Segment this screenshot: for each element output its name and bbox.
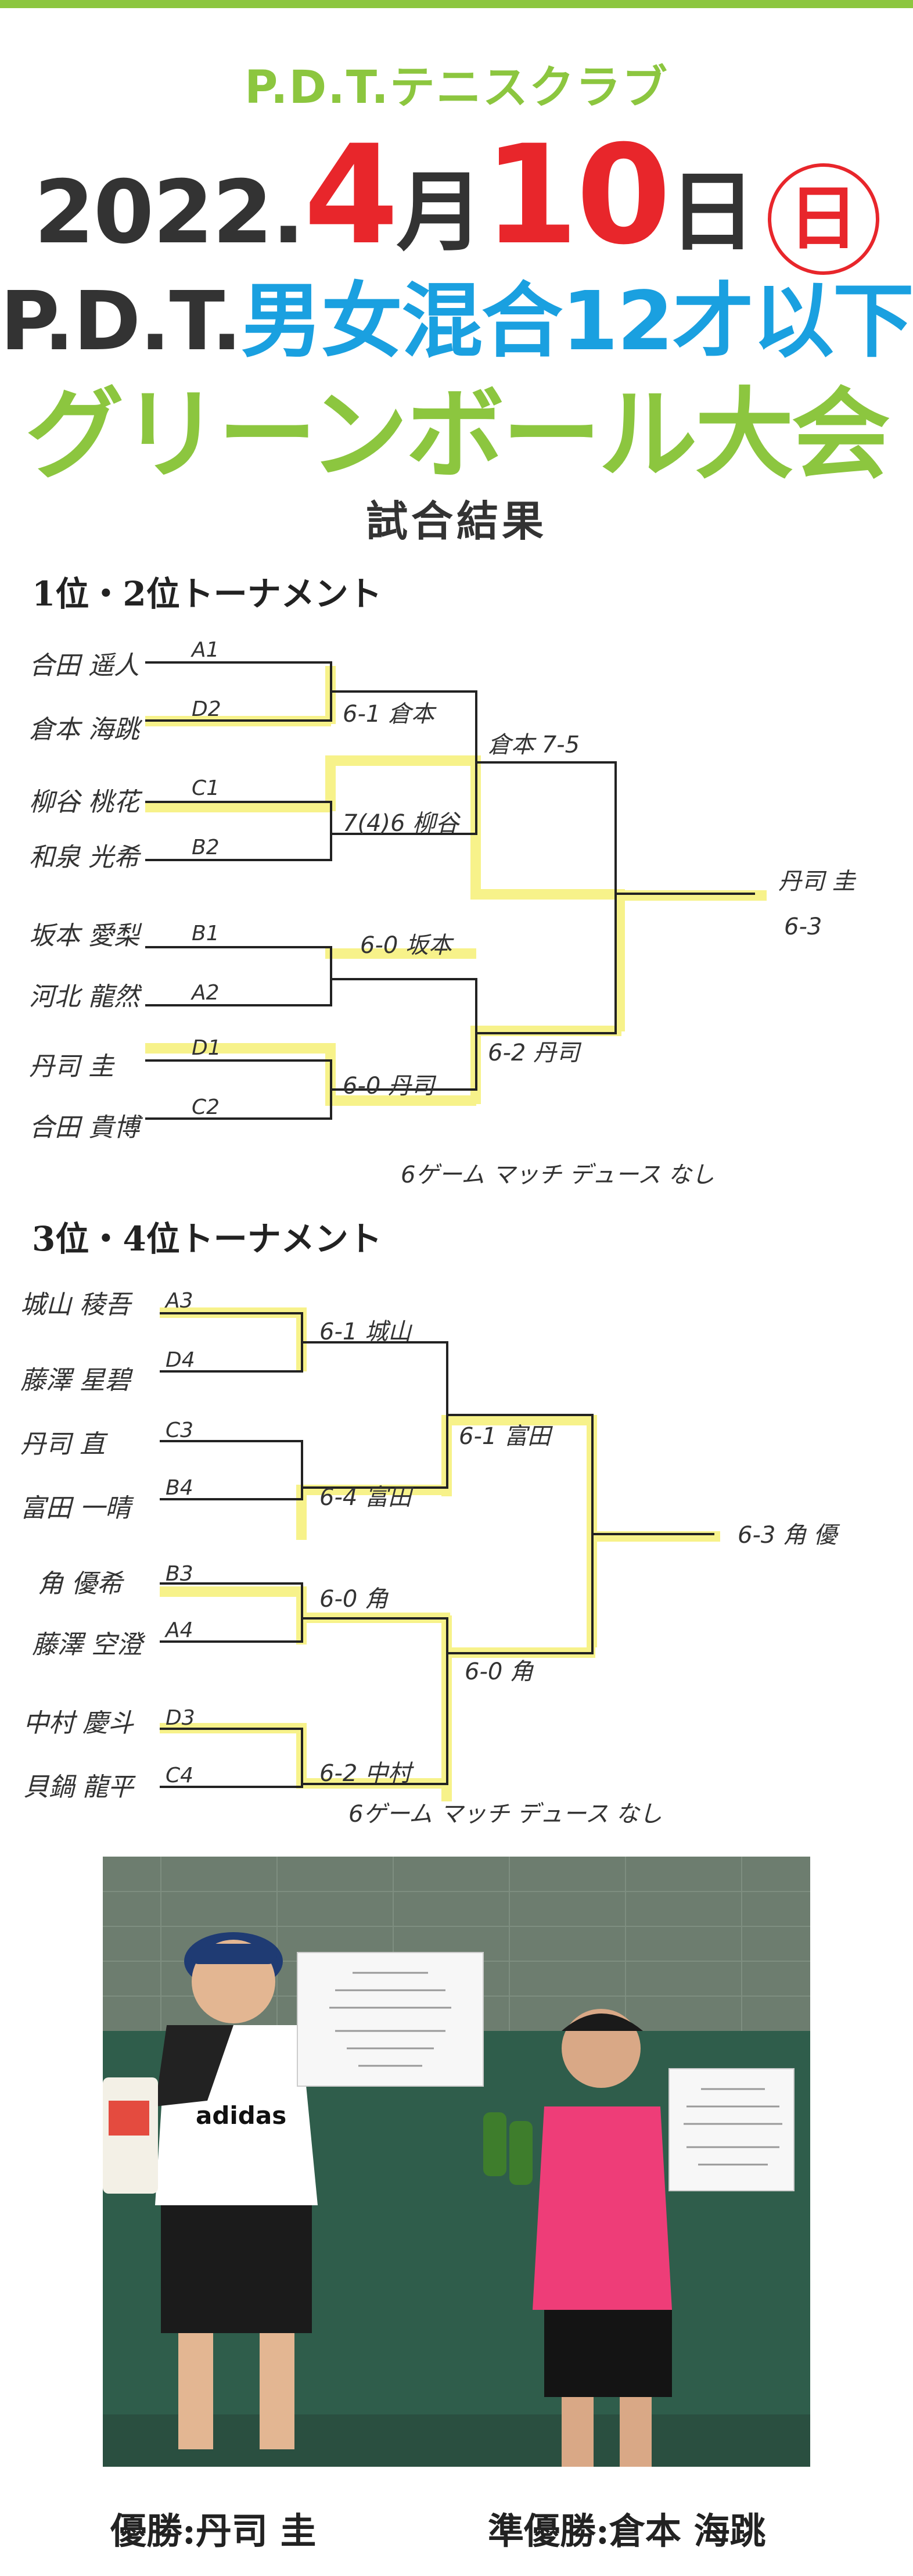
date-year: 2022.: [34, 162, 304, 263]
bracket1-highlights: [145, 666, 767, 1106]
bracket1-semi-score-1: 倉本 7-5: [488, 732, 580, 758]
bracket2-player-8: 貝鍋 龍平: [23, 1772, 136, 1802]
bracket1-rules-note: 6ゲーム マッチ デュース なし: [401, 1162, 714, 1185]
results-heading: 試合結果: [365, 497, 547, 546]
left-child-figure: adidas: [103, 1932, 318, 2449]
bracket2-rules-note: 6ゲーム マッチ デュース なし: [348, 1801, 662, 1828]
shirt-brand-text: adidas: [196, 2101, 286, 2130]
bracket1-seed-6: A2: [190, 981, 220, 1005]
bracket1-player-3: 柳谷 桃花: [29, 787, 143, 817]
bracket2-player-7: 中村 慶斗: [23, 1708, 134, 1738]
bracket2-highlights: [160, 1307, 720, 1801]
bracket2-chart: 城山 稜吾 藤澤 星碧 丹司 直 富田 一晴 角 優希 藤澤 空澄 中村 慶斗 …: [20, 1289, 840, 1828]
bracket2-players: 城山 稜吾 藤澤 星碧 丹司 直 富田 一晴 角 優希 藤澤 空澄 中村 慶斗 …: [20, 1290, 146, 1802]
bracket2-lines: [160, 1312, 714, 1788]
bracket1-lines: [145, 661, 755, 1120]
bracket2-player-4: 富田 一晴: [20, 1493, 134, 1523]
right-child-figure: [483, 2009, 672, 2467]
bracket2-seed-3: C3: [166, 1418, 193, 1442]
bracket1-player-4: 和泉 光希: [29, 843, 142, 872]
bracket1-round1-score-4: 6-0 丹司: [343, 1073, 437, 1099]
bracket2-semi-score-1: 6-1 富田: [459, 1423, 553, 1450]
winners-photo: adidas: [103, 1857, 810, 2467]
bracket1-round1-score-3: 6-0 坂本: [360, 932, 454, 959]
bracket2-seed-5: B3: [166, 1562, 193, 1586]
bracket2-seed-2: D4: [166, 1348, 195, 1372]
top-accent-bar: [0, 0, 913, 8]
bracket1-seed-8: C2: [192, 1095, 220, 1119]
bracket2-seeds: A3 D4 C3 B4 B3 A4 D3 C4: [164, 1289, 195, 1787]
bracket2-player-1: 城山 稜吾: [20, 1290, 133, 1320]
winners-photo-illustration: adidas: [103, 1857, 810, 2467]
bracket1-seed-4: B2: [192, 836, 220, 859]
bracket1-round1-score-2: 7(4)6 柳谷: [343, 810, 461, 837]
bracket1-player-6: 河北 龍然: [29, 982, 142, 1012]
bracket2-seed-6: A4: [164, 1618, 193, 1642]
left-certificate: [297, 1952, 484, 2087]
winner-caption: 優勝:丹司 圭: [110, 2510, 317, 2552]
date-weekday-badge: 日: [767, 163, 879, 275]
event-title: P.D.T.男女混合12才以下: [0, 256, 913, 373]
bracket2-final-result: 6-3 角 優: [738, 1522, 840, 1549]
bracket2-seed-4: B4: [166, 1476, 193, 1500]
bracket1-seed-2: D2: [192, 697, 221, 721]
bracket1-seed-7: D1: [192, 1036, 221, 1060]
bracket1-players: 合田 遥人 倉本 海跳 柳谷 桃花 和泉 光希 坂本 愛梨 河北 龍然 丹司 圭…: [29, 651, 143, 1142]
bracket2-player-5: 角 優希: [38, 1569, 125, 1599]
bracket1-player-2: 倉本 海跳: [29, 715, 143, 744]
bracket2-round1-score-4: 6-2 中村: [319, 1760, 414, 1787]
bracket2-semi-score-2: 6-0 角: [465, 1658, 534, 1685]
bracket1-round1-score-1: 6-1 倉本: [343, 701, 437, 728]
right-certificate: [668, 2068, 795, 2191]
bracket1-seed-3: C1: [192, 776, 220, 800]
bracket2-round1-score-2: 6-4 富田: [319, 1484, 414, 1511]
runner-up-caption: 準優勝:倉本 海跳: [488, 2510, 766, 2552]
date-day-unit: 日: [668, 162, 756, 263]
event-name: グリーンボール大会: [25, 378, 890, 493]
bracket2-seed-7: D3: [166, 1706, 195, 1730]
bracket2-seed-8: C4: [166, 1764, 193, 1787]
bracket2-heading: 3位・4位トーナメント: [32, 1219, 382, 1259]
bracket2-seed-1: A3: [164, 1289, 193, 1313]
bracket2-scores: 6-1 城山 6-4 富田 6-0 角 6-2 中村 6-1 富田 6-0 角 …: [319, 1319, 840, 1828]
date-month-unit: 月: [396, 162, 484, 263]
bracket1-seed-5: B1: [192, 922, 220, 945]
bracket1-scores: 6-1 倉本 7(4)6 柳谷 6-0 坂本 6-0 丹司 倉本 7-5 6-2…: [343, 701, 857, 1185]
bracket2-player-2: 藤澤 星碧: [20, 1366, 134, 1395]
bracket2-round1-score-1: 6-1 城山: [319, 1319, 413, 1345]
bracket2-player-6: 藤澤 空澄: [32, 1630, 146, 1660]
bracket1-seeds: A1 D2 C1 B2 B1 A2 D1 C2: [190, 638, 221, 1119]
bracket2-round1-score-3: 6-0 角: [319, 1586, 389, 1613]
title-prefix: P.D.T.: [0, 274, 242, 369]
bracket1-player-1: 合田 遥人: [29, 651, 139, 680]
bracket1-chart: 合田 遥人 倉本 海跳 柳谷 桃花 和泉 光希 坂本 愛梨 河北 龍然 丹司 圭…: [29, 638, 857, 1185]
date-month: 4: [303, 116, 399, 275]
bracket1-player-8: 合田 貴博: [29, 1113, 143, 1142]
bracket1-player-7: 丹司 圭: [29, 1052, 115, 1081]
bracket1-player-5: 坂本 愛梨: [29, 921, 142, 951]
bracket1-heading: 1位・2位トーナメント: [32, 574, 382, 614]
date-day: 10: [483, 116, 671, 275]
bracket1-final-score: 6-3: [784, 913, 822, 940]
event-date: 2022.4月10日日: [0, 116, 913, 275]
bracket2-player-3: 丹司 直: [20, 1429, 108, 1459]
club-name: P.D.T.テニスクラブ: [245, 62, 668, 114]
bracket1-final-winner: 丹司 圭: [778, 868, 857, 895]
title-main: 男女混合12才以下: [241, 274, 913, 369]
bracket1-seed-1: A1: [190, 638, 220, 662]
bracket1-semi-score-2: 6-2 丹司: [488, 1040, 582, 1066]
